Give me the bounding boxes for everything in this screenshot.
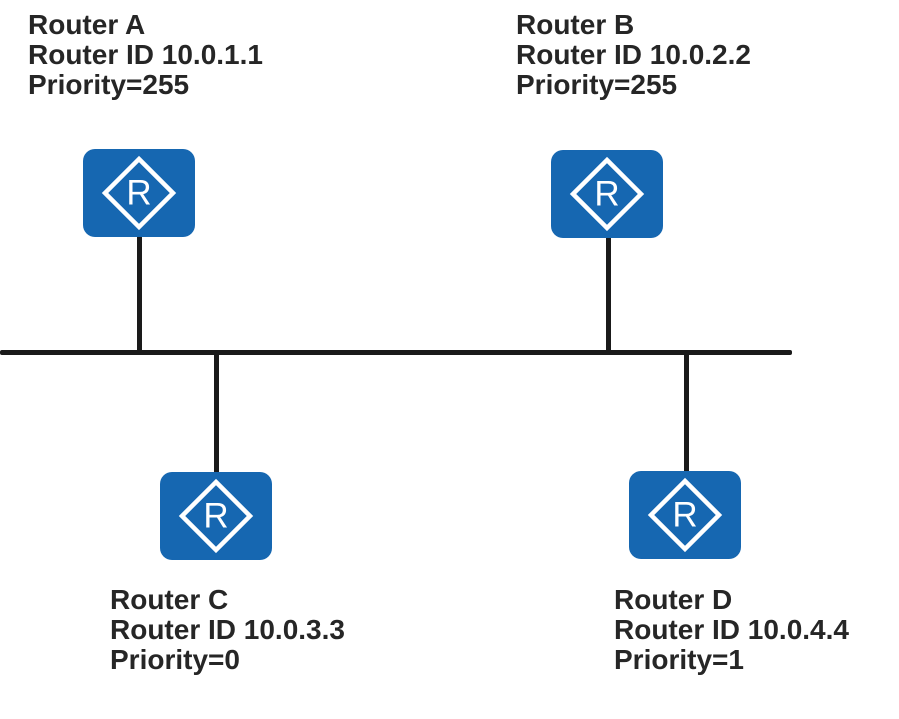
router-c-priority: Priority=0 xyxy=(110,644,240,675)
router-a-label: Router A Router ID 10.0.1.1 Priority=255 xyxy=(28,10,263,100)
router-symbol-letter: R xyxy=(672,496,697,535)
router-d-label: Router D Router ID 10.0.4.4 Priority=1 xyxy=(614,585,849,675)
router-a-priority: Priority=255 xyxy=(28,69,190,100)
router-c-name: Router C xyxy=(110,584,229,615)
router-d-priority: Priority=1 xyxy=(614,644,744,675)
router-b-link-line xyxy=(606,238,611,353)
router-b-icon: R xyxy=(551,150,663,238)
ethernet-bus-line xyxy=(0,350,792,355)
router-b-name: Router B xyxy=(516,9,635,40)
router-symbol-letter: R xyxy=(126,174,151,213)
router-a-link-line xyxy=(137,237,142,353)
router-b-label: Router B Router ID 10.0.2.2 Priority=255 xyxy=(516,10,751,100)
router-d-id: Router ID 10.0.4.4 xyxy=(614,614,849,645)
router-b-id: Router ID 10.0.2.2 xyxy=(516,39,751,70)
router-b-priority: Priority=255 xyxy=(516,69,678,100)
router-d-icon: R xyxy=(629,471,741,559)
router-a-icon: R xyxy=(83,149,195,237)
router-d-link-line xyxy=(684,352,689,472)
router-c-id: Router ID 10.0.3.3 xyxy=(110,614,345,645)
router-c-link-line xyxy=(214,352,219,473)
router-a-name: Router A xyxy=(28,9,146,40)
router-c-label: Router C Router ID 10.0.3.3 Priority=0 xyxy=(110,585,345,675)
router-symbol-letter: R xyxy=(203,497,228,536)
router-c-icon: R xyxy=(160,472,272,560)
router-a-id: Router ID 10.0.1.1 xyxy=(28,39,263,70)
router-d-name: Router D xyxy=(614,584,733,615)
router-symbol-letter: R xyxy=(594,175,619,214)
